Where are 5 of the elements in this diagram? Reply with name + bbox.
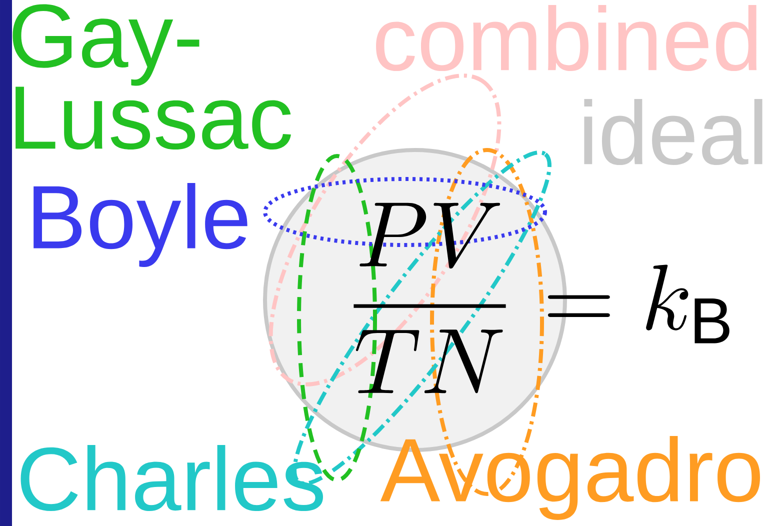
law-name: combined xyxy=(376,4,757,72)
law-name: Avogadro xyxy=(380,436,760,520)
law-name: Charles xyxy=(20,444,323,512)
law-name: Gay-Lussac xyxy=(12,4,291,150)
law-name: Boyle xyxy=(34,183,248,267)
